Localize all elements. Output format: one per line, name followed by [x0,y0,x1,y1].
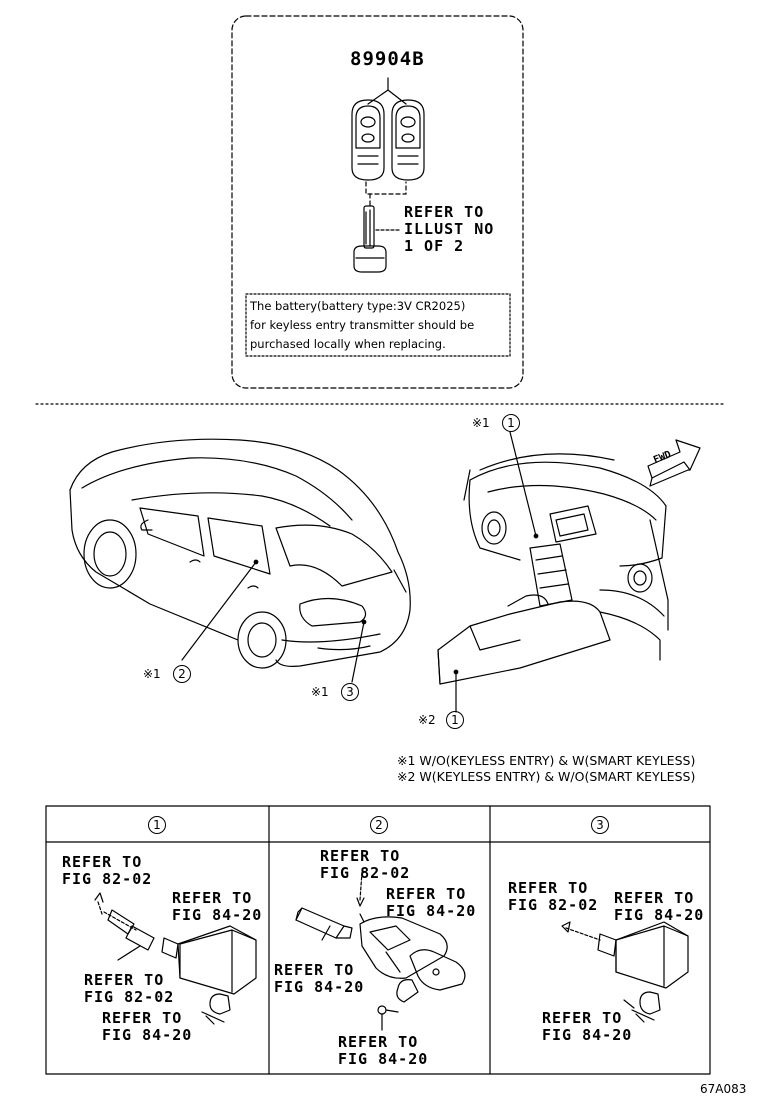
col2-refer-label: REFER TO FIG 82-02 [320,847,411,882]
emergency-key-icon [353,205,387,273]
instrument-panel-icon [437,453,669,685]
col3-refer-label: REFER TO FIG 84-20 [614,889,705,924]
detail-table-frame [45,805,711,1075]
part-leader [367,77,407,105]
illustration-code: 67A083 [700,1082,747,1096]
col1-number: 1 [148,816,166,834]
dash-callout-number: 1 [502,414,520,432]
col1-refer-label: REFER TO FIG 82-02 [84,971,175,1006]
battery-note: The battery(battery type:3V CR2025) for … [250,299,475,351]
legend: ※1 W/O(KEYLESS ENTRY) & W(SMART KEYLESS)… [397,753,695,785]
vehicle-body-icon [69,438,411,669]
console-callout-mark: ※2 [418,713,436,727]
battery-note-box [245,293,511,357]
legend-item: ※2 W(KEYLESS ENTRY) & W/O(SMART KEYLESS) [397,769,696,784]
dash-leader [509,431,537,537]
door-callout-number: 2 [173,665,191,683]
fwd-arrow-icon [647,439,701,487]
key-fob-left-icon [351,99,385,181]
part-number: 89904B [350,48,425,70]
col1-refer-label: REFER TO FIG 82-02 [62,853,153,888]
col2-refer-label: REFER TO FIG 84-20 [386,885,477,920]
door-leader [181,561,257,661]
rear-leader [351,621,365,683]
door-callout-mark: ※1 [143,667,161,681]
col3-number: 3 [591,816,609,834]
col2-number: 2 [370,816,388,834]
legend-item: ※1 W/O(KEYLESS ENTRY) & W(SMART KEYLESS) [397,753,696,768]
console-callout-number: 1 [446,711,464,729]
top-panel-border [231,15,524,389]
col1-parts-icon [94,892,257,1025]
col2-refer-label: REFER TO FIG 84-20 [274,961,365,996]
col2-parts-icon [295,907,466,1015]
rear-callout-mark: ※1 [311,685,329,699]
dash-callout-mark: ※1 [472,416,490,430]
rear-callout-number: 3 [341,683,359,701]
key-fob-right-icon [391,99,425,181]
fob-bracket [365,181,407,195]
col3-refer-label: REFER TO FIG 82-02 [508,879,599,914]
col1-refer-label: REFER TO FIG 84-20 [102,1009,193,1044]
col2-refer-label: REFER TO FIG 84-20 [338,1033,429,1068]
col3-refer-label: REFER TO FIG 84-20 [542,1009,633,1044]
refer-illust-label: REFER TO ILLUST NO 1 OF 2 [404,203,495,255]
col3-parts-icon [561,921,689,1023]
col1-refer-label: REFER TO FIG 84-20 [172,889,263,924]
